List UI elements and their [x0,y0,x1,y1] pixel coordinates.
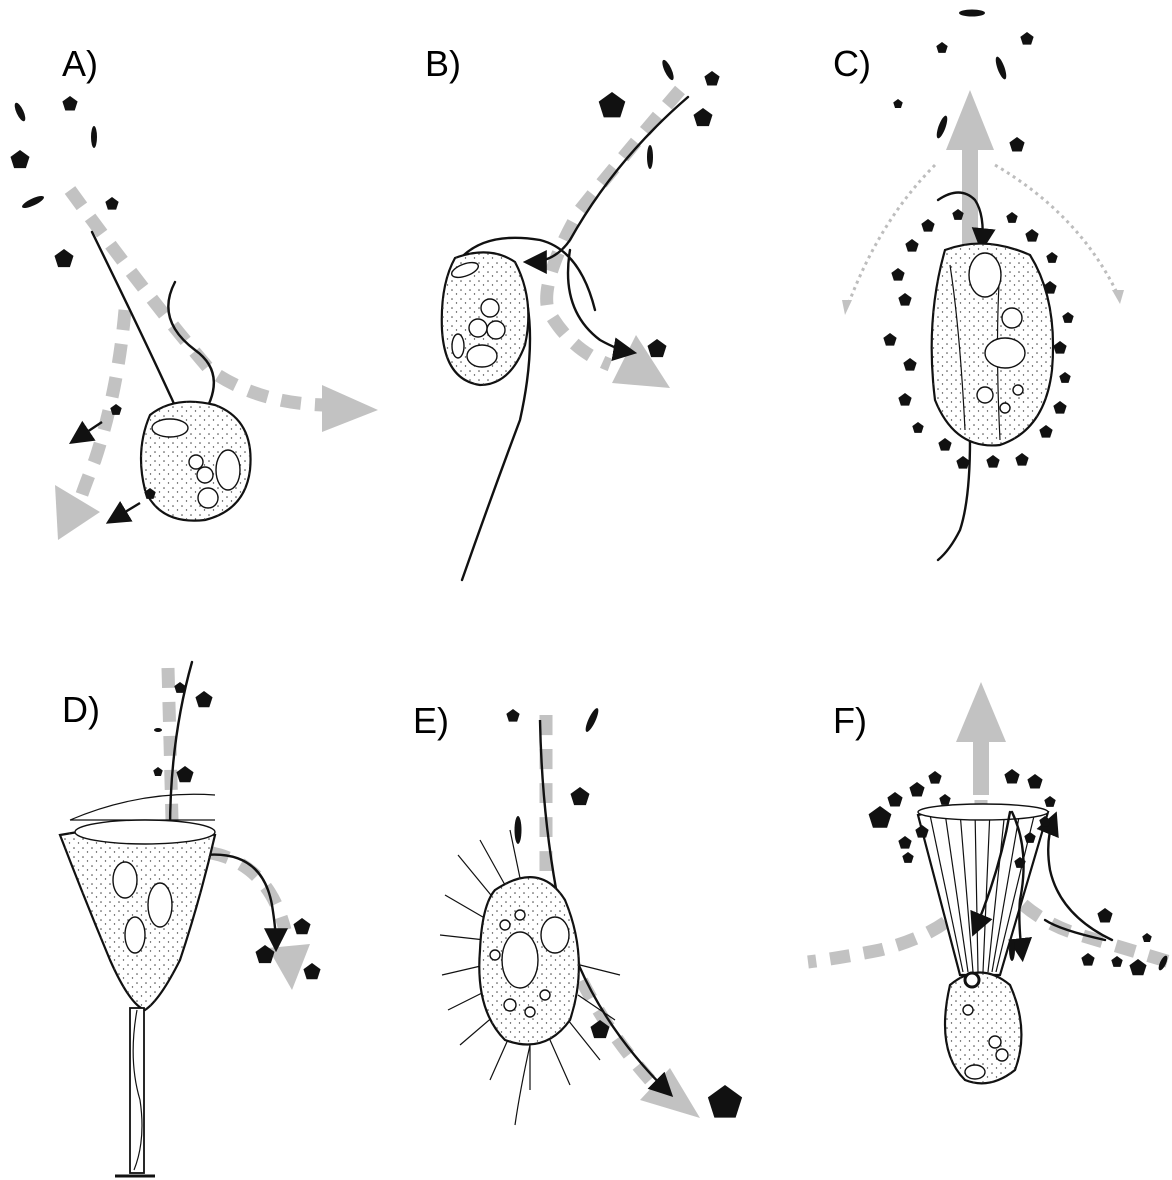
cell-c-gullet [969,253,1001,297]
flow-currenthead-c-right [1112,290,1124,304]
panel-e: E) [413,700,742,1125]
cell-f-vacuole [963,1005,973,1015]
flow-arrow-a-down [80,310,125,500]
cell-c-vacuole [1013,385,1023,395]
cell-f-vacuole [965,1065,985,1079]
flow-arrowhead-a-right [322,385,378,432]
particles-a [11,96,156,499]
flow-current-c-left [848,165,935,305]
cell-c-nucleus [985,338,1025,368]
panel-f: F) [808,682,1170,1083]
cell-c-vacuole [1002,308,1022,328]
cell-e-vacuole [515,910,525,920]
cell-b-vacuole [481,299,499,317]
cell-c-vacuole [977,387,993,403]
flagellum-a-long [92,232,178,430]
flow-arrow-b [547,90,680,365]
cell-e-nucleus [502,932,538,988]
flow-arrow-a-right [70,190,330,405]
panel-d: D) [60,662,321,1176]
flagellum-a-short [168,282,214,420]
flow-arrowhead-f-up [956,682,1006,742]
cell-a-vacuole [216,450,240,490]
cell-d-vacuole [148,883,172,927]
cell-f-vacuole [996,1049,1008,1061]
cell-d-vacuole [125,917,145,953]
cell-a-collar [152,419,188,437]
cell-e-vacuole [525,1007,535,1017]
particle-arrow-a [112,503,140,520]
panel-a: A) [11,43,379,540]
panel-f-label: F) [833,700,867,741]
cell-d-rim [75,820,215,844]
cell-a-vacuole [197,467,213,483]
cell-d-vacuole [113,862,137,898]
cell-e-vacuole [504,999,516,1011]
panel-e-label: E) [413,700,449,741]
cell-f-eyespot [965,973,979,987]
cell-f-texture [945,973,1021,1084]
particles-b [599,59,720,358]
cell-b-vacuole [469,319,487,337]
cell-e-oral-apparatus [541,917,569,953]
cell-a-vacuole [189,455,203,469]
flow-arrowhead-a-down [55,485,100,540]
cell-e-vacuole [540,990,550,1000]
cell-f-funnel [918,807,1048,975]
flow-currenthead-c-left [842,300,852,315]
cell-e-vacuole [500,920,510,930]
cell-e-vacuole [490,950,500,960]
cell-b-vacuole [452,334,464,358]
cell-f-vacuole [989,1036,1001,1048]
panel-c-label: C) [833,43,871,84]
panel-d-label: D) [62,689,100,730]
panel-b: B) [425,43,720,580]
panel-c: C) [833,10,1124,561]
cell-a-vacuole [198,488,218,508]
flow-arrowhead-d [268,944,310,990]
flow-arrowhead-c-up [946,90,994,150]
cell-b-vacuole [487,321,505,339]
cell-b-vacuole [467,345,497,367]
particle-arrow-a [75,422,102,440]
cell-d-peristome [70,794,215,820]
flagellum-b-feeding [530,97,688,262]
cell-f-rim [918,804,1048,820]
cell-c-vacuole [1000,403,1010,413]
panel-a-label: A) [62,43,98,84]
panel-b-label: B) [425,43,461,84]
